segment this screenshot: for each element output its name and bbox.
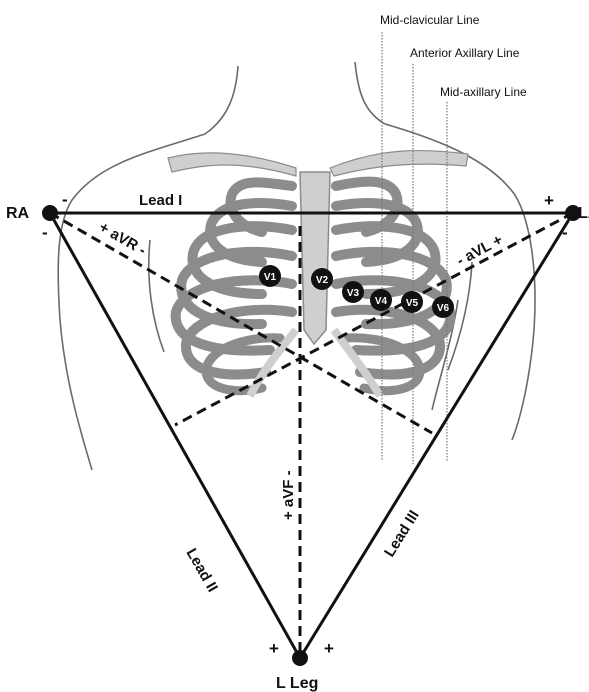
la-label: LA: [578, 205, 589, 222]
anterior-axillary-label: Anterior Axillary Line: [410, 46, 520, 60]
ra-label: RA: [6, 205, 30, 222]
sternum-body: [300, 172, 330, 344]
midclavicular-label: Mid-clavicular Line: [380, 13, 480, 27]
avf-label: + aVF -: [280, 470, 297, 520]
electrode-v5: V5: [401, 291, 423, 313]
electrode-v6-label: V6: [437, 303, 450, 314]
left-arm-line: [149, 240, 164, 352]
l-leg-node: [292, 650, 308, 666]
electrode-v6: V6: [432, 296, 454, 318]
l-leg-label: L Leg: [276, 675, 318, 692]
leg-right-sign: +: [324, 639, 334, 658]
leg-left-sign: +: [269, 639, 279, 658]
left-clavicle: [168, 153, 296, 176]
ra-top-sign: -: [62, 190, 68, 209]
electrode-v1-label: V1: [264, 272, 277, 283]
avl-label: - aVL +: [454, 231, 506, 269]
electrode-v1: V1: [259, 265, 281, 287]
electrode-v2: V2: [311, 268, 333, 290]
electrode-v4-label: V4: [375, 296, 388, 307]
electrode-v2-label: V2: [316, 275, 329, 286]
electrode-v3-label: V3: [347, 288, 360, 299]
lead-ii-label: Lead II: [183, 546, 221, 596]
ra-node: [42, 205, 58, 221]
ra-side-sign: -: [42, 223, 48, 242]
neck-right-line: [355, 62, 385, 124]
lead-i-label: Lead I: [139, 192, 182, 209]
electrode-v5-label: V5: [406, 298, 419, 309]
electrode-v3: V3: [342, 281, 364, 303]
la-side-sign: -: [562, 223, 568, 242]
la-top-sign: +: [544, 191, 554, 210]
midaxillary-label: Mid-axillary Line: [440, 85, 527, 99]
neck-left-line: [205, 66, 238, 134]
electrode-v4: V4: [370, 289, 392, 311]
